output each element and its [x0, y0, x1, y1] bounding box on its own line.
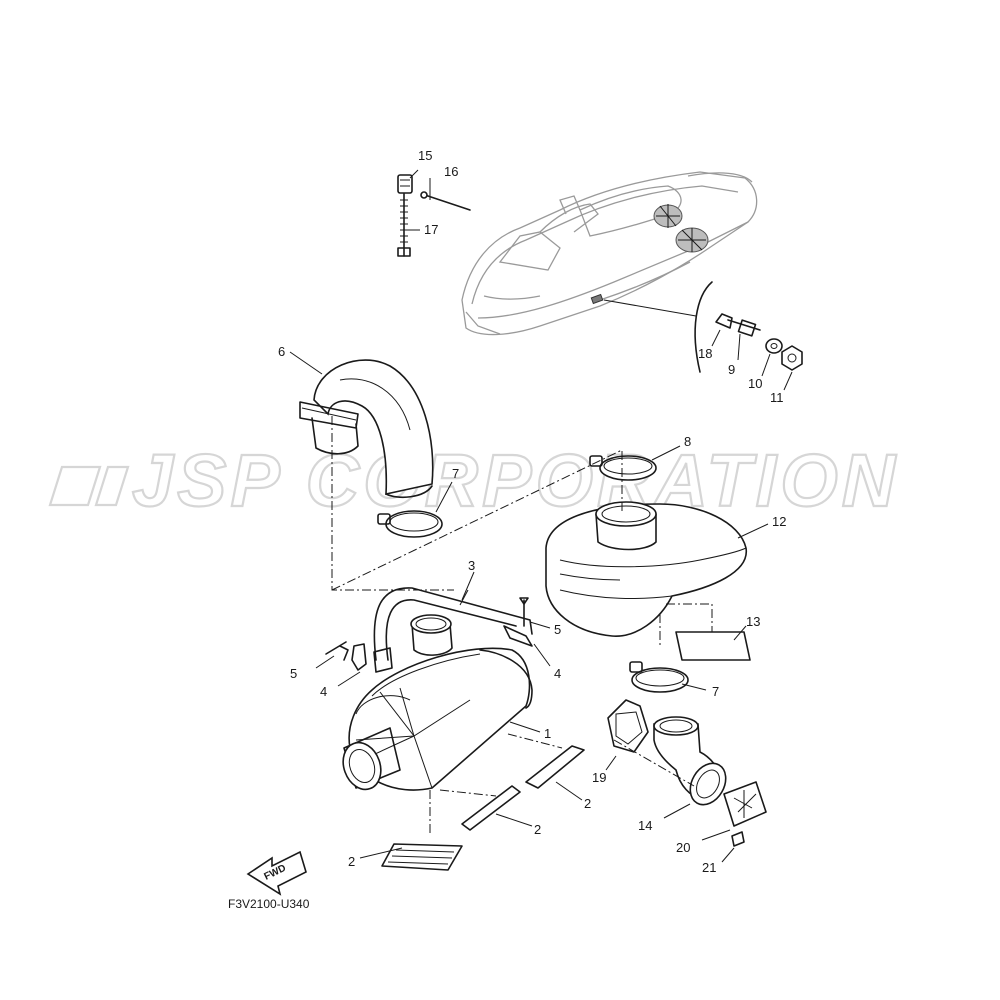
fwd-arrow: FWD: [246, 850, 307, 896]
callout-12: 12: [772, 514, 786, 529]
reference-lines: [331, 416, 713, 646]
callout-2-middle: 2: [534, 822, 541, 837]
callout-16: 16: [444, 164, 458, 179]
callout-8: 8: [684, 434, 691, 449]
retaining-strap: [373, 571, 533, 673]
callout-21: 21: [702, 860, 716, 875]
callout-1: 1: [544, 726, 551, 741]
callout-6: 6: [278, 344, 285, 359]
callout-2-left: 2: [348, 854, 355, 869]
callout-18: 18: [698, 346, 712, 361]
callout-13: 13: [746, 614, 760, 629]
air-filter-box: [342, 614, 541, 791]
cable-clamp-assembly: [397, 169, 471, 257]
callout-17: 17: [424, 222, 438, 237]
callout-4-left: 4: [320, 684, 327, 699]
diagram-code: F3V2100-U340: [228, 897, 310, 911]
callout-5-right: 5: [554, 622, 561, 637]
callout-9: 9: [728, 362, 735, 377]
callout-19: 19: [592, 770, 606, 785]
callouts: 15 16 17 18 9 10 11 6 8 7 12 3 5 13 5 4 …: [278, 148, 786, 875]
intake-elbow-duct: [289, 351, 434, 499]
hose-clamp-upper: [377, 481, 453, 538]
hose-clamp-lower: [629, 661, 707, 693]
callout-3: 3: [468, 558, 475, 573]
callout-4-right: 4: [554, 666, 561, 681]
callout-5-left: 5: [290, 666, 297, 681]
callout-11: 11: [770, 390, 784, 405]
inlet-housing-assembly: [605, 699, 767, 863]
callout-10: 10: [748, 376, 762, 391]
strap-fasteners: [315, 597, 551, 687]
resonator-box: [545, 501, 769, 637]
watermark-logo: JSP CORPORATION: [48, 438, 899, 523]
callout-15: 15: [418, 148, 432, 163]
drain-fitting-assembly: [711, 313, 803, 391]
watercraft-overview: [461, 171, 758, 373]
callout-7-lower: 7: [712, 684, 719, 699]
callout-20: 20: [676, 840, 690, 855]
foam-pad: [675, 625, 751, 661]
callout-7-upper: 7: [452, 466, 459, 481]
hose-clamp-8: [589, 445, 681, 481]
watermark-text: JSP CORPORATION: [132, 439, 899, 522]
foam-pads: [359, 733, 585, 871]
callout-2-right: 2: [584, 796, 591, 811]
callout-14: 14: [638, 818, 652, 833]
